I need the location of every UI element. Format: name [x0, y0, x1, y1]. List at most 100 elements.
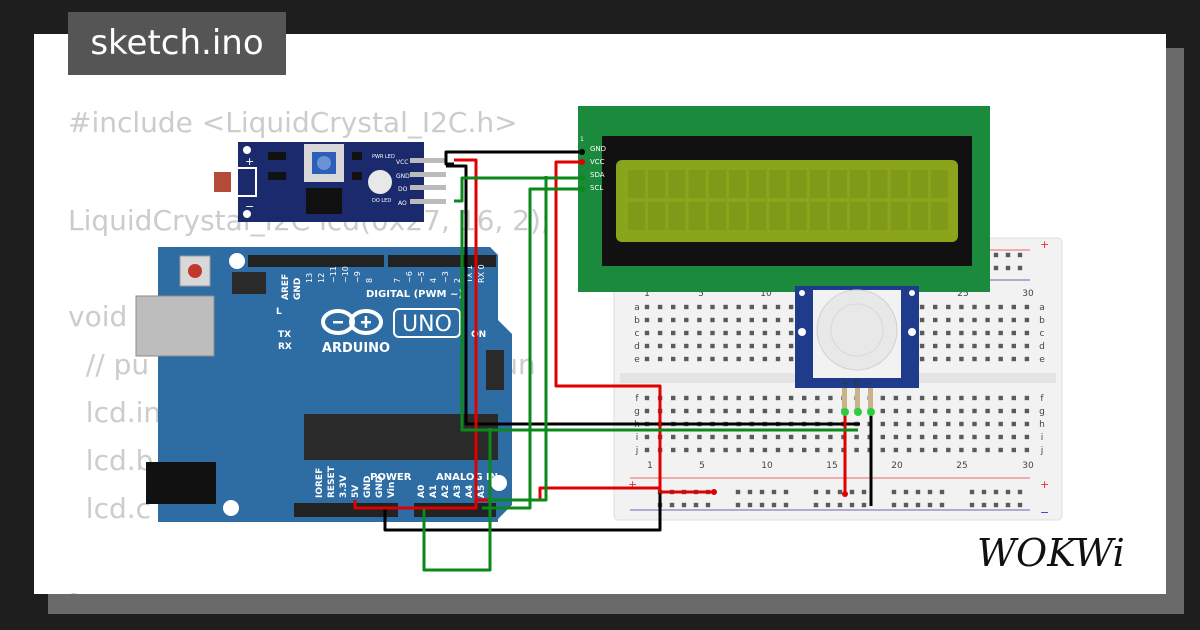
digital-pin-label: ~6 — [405, 271, 414, 283]
pwr-led-label: PWR LED — [372, 154, 395, 160]
mounting-hole — [223, 500, 239, 516]
wire-ldr-ao — [454, 176, 582, 203]
pir-pin-label: D — [854, 379, 861, 389]
ldr-pin-label: DO — [398, 186, 408, 193]
digital-pin-label: 7 — [393, 278, 402, 283]
wire-endpoints — [579, 149, 875, 497]
bb-row-label: a — [1039, 303, 1045, 313]
tx-label: TX — [278, 330, 291, 340]
power-jack — [146, 462, 216, 504]
gnd-label: GND — [293, 278, 303, 300]
reset-label: RESET — [327, 465, 337, 498]
digital-pin-label: 4 — [429, 278, 438, 283]
bb-col-number: 20 — [891, 461, 903, 471]
reset-button[interactable] — [179, 255, 211, 287]
rail-plus-label: + — [1040, 238, 1049, 251]
code-line: lcd.b — [68, 444, 154, 477]
icsp-header-2 — [486, 350, 504, 390]
ldr-pin-label: AO — [398, 200, 407, 207]
pir-motion-sensor[interactable]: + D − — [795, 286, 919, 412]
wire-gnd-breadboard — [446, 164, 860, 426]
bb-col-number: 30 — [1022, 289, 1034, 299]
pir-pin-label: + — [841, 379, 849, 389]
wire-lcd-vcc — [554, 160, 714, 494]
bb-col-number: 25 — [957, 289, 968, 299]
wokwi-logo: WOKWi — [977, 531, 1125, 575]
bb-col-number: 5 — [699, 461, 705, 471]
bb-row-label: h — [1039, 420, 1045, 430]
digital-pin-label: TX 1 — [465, 265, 474, 284]
aref-label: AREF — [281, 274, 291, 300]
5v-label: 5V — [351, 485, 361, 498]
arduino-label: ARDUINO — [322, 341, 390, 356]
digital-pin-label: 2 — [453, 278, 462, 283]
analog-header — [414, 503, 496, 517]
do-led-label: DO LED — [372, 198, 391, 204]
digital-pin-label: RX 0 — [477, 264, 486, 283]
bb-row-label: e — [1039, 355, 1045, 365]
pir-pin-label: − — [865, 379, 873, 389]
code-line: lcd.in — [68, 396, 162, 429]
lcd-pin-label: SDA — [590, 171, 605, 179]
lcd-pin-label: VCC — [590, 158, 605, 166]
digital-pin-label: ~11 — [329, 266, 338, 283]
mounting-hole — [229, 253, 245, 269]
bb-col-number: 1 — [644, 289, 650, 299]
wires — [353, 150, 873, 572]
digital-pin-label: ~5 — [417, 271, 426, 283]
bb-row-label: g — [634, 407, 640, 417]
bb-row-label: a — [634, 303, 640, 313]
gnd-label: GND — [375, 476, 385, 498]
bb-col-number: 10 — [760, 289, 772, 299]
ldr-pin-label: VCC — [396, 159, 408, 166]
led-icon — [368, 170, 392, 194]
bb-row-label: c — [1040, 329, 1045, 339]
vin-label: Vin — [387, 482, 397, 498]
bb-col-number: 30 — [1022, 461, 1034, 471]
power-label: POWER — [370, 472, 412, 483]
wokwi-logo-text: WOKWi — [977, 531, 1125, 575]
photoresistor-module[interactable]: + − PWR LED DO LED VCC GND DO AO — [214, 142, 446, 222]
wire-ldr-vcc — [353, 158, 478, 510]
mounting-hole — [491, 475, 507, 491]
digital-header-left — [248, 255, 384, 267]
wire-ldr-gnd-lcd-gnd — [444, 150, 582, 166]
a5-label: A5 — [477, 485, 487, 498]
lcd-pin-label: SCL — [590, 184, 603, 192]
arduino-logo-icon — [321, 309, 383, 335]
a0-label: A0 — [417, 485, 427, 498]
wire-lcd-scl — [482, 187, 582, 510]
analog-label: ANALOG IN — [436, 472, 498, 483]
rail-plus-label: + — [628, 478, 637, 491]
bb-col-number: 5 — [698, 289, 704, 299]
led-l-label: L — [276, 307, 282, 317]
usb-port — [135, 295, 215, 357]
wire-pir-out — [460, 210, 858, 432]
file-tab[interactable]: sketch.ino — [68, 12, 286, 75]
digital-pin-label: 13 — [305, 273, 314, 283]
code-line: void — [68, 300, 128, 333]
a2-label: A2 — [441, 485, 451, 498]
gnd-label: GND — [363, 476, 373, 498]
rail-minus-label: − — [1040, 506, 1049, 519]
ldr-plus-label: + — [245, 155, 254, 168]
bb-col-number: 1 — [647, 461, 653, 471]
a3-label: A3 — [453, 485, 463, 498]
bb-row-label: c — [635, 329, 640, 339]
a1-label: A1 — [429, 485, 439, 498]
digital-pin-label: ~10 — [341, 266, 350, 283]
lcd-display[interactable]: 1 GND VCC SDA SCL — [578, 106, 990, 292]
arduino-uno-board[interactable]: AREF GND DIGITAL (PWM ~) L TX RX ON POWE… — [135, 247, 512, 522]
rail-plus-label: + — [1040, 478, 1049, 491]
reset-button-cap — [188, 264, 202, 278]
bb-row-label: i — [636, 433, 639, 443]
digital-pin-label: ~3 — [441, 271, 450, 283]
bb-row-label: f — [635, 394, 639, 404]
uno-label: UNO — [402, 312, 452, 337]
bb-row-label: j — [1040, 446, 1044, 456]
bb-col-number: 15 — [826, 461, 837, 471]
digital-pin-label: ~9 — [353, 271, 362, 283]
bb-row-label: d — [1039, 342, 1045, 352]
bb-row-label: i — [1041, 433, 1044, 443]
bb-col-number: 10 — [761, 461, 773, 471]
